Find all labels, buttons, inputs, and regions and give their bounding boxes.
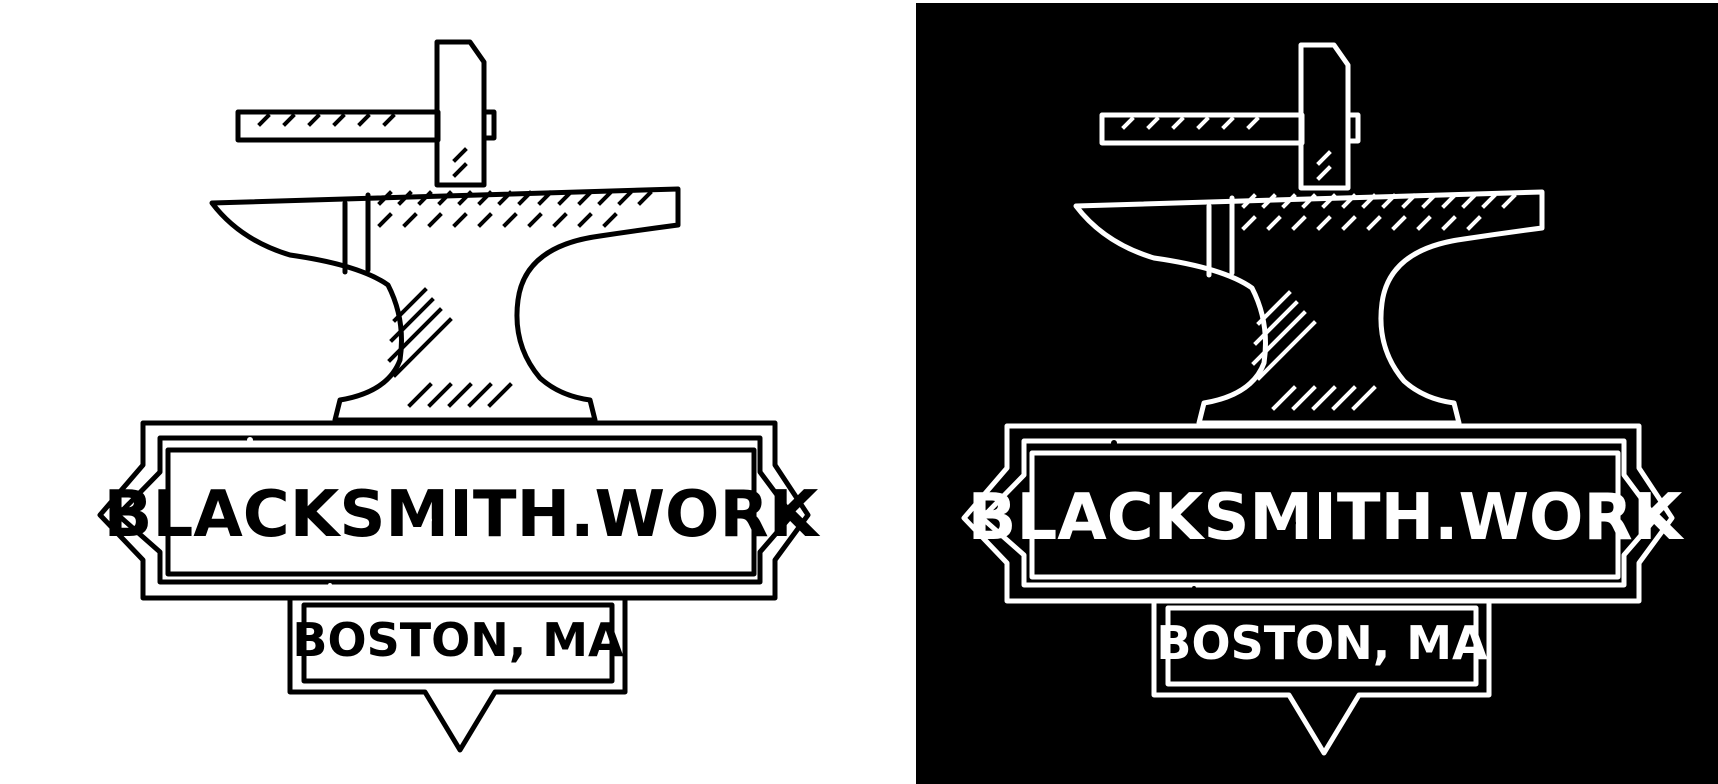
logo-panel-light: BLACKSMITH.WORK BOSTON, MA xyxy=(97,39,821,753)
name-banner: BLACKSMITH.WORK xyxy=(97,420,821,601)
anvil-and-hammer-icon xyxy=(209,39,681,423)
location-label: BOSTON, MA xyxy=(292,613,624,667)
location-label: BOSTON, MA xyxy=(1156,616,1488,670)
name-banner: BLACKSMITH.WORK xyxy=(961,423,1685,604)
anvil-and-hammer-icon xyxy=(1073,42,1545,426)
location-tag: BOSTON, MA xyxy=(1151,598,1492,756)
brand-name: BLACKSMITH.WORK xyxy=(968,481,1685,555)
distress-texture xyxy=(247,430,703,593)
logo-panel-dark: BLACKSMITH.WORK BOSTON, MA xyxy=(916,3,1718,784)
brand-name: BLACKSMITH.WORK xyxy=(104,478,821,552)
anvil-hatching xyxy=(1121,116,1517,411)
location-tag: BOSTON, MA xyxy=(287,595,628,753)
blacksmith-logo-light: BLACKSMITH.WORK BOSTON, MA xyxy=(97,39,821,753)
anvil-hatching xyxy=(257,113,653,408)
distress-texture xyxy=(1111,433,1567,596)
blacksmith-logo-dark: BLACKSMITH.WORK BOSTON, MA xyxy=(961,42,1685,756)
